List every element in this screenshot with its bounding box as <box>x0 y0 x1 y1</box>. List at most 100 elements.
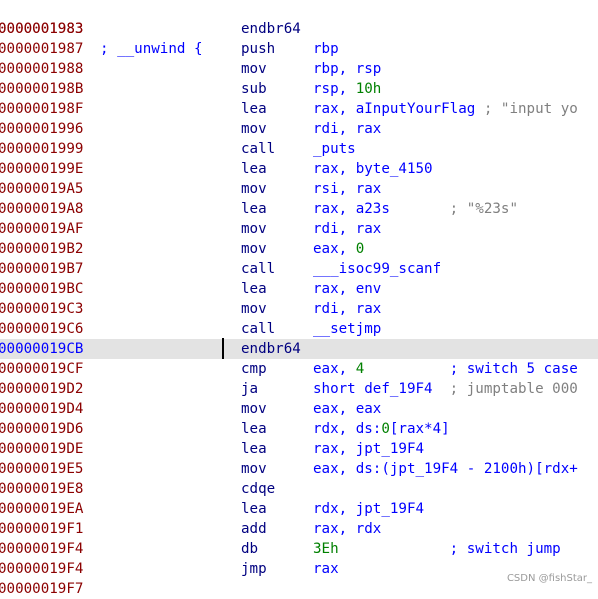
mnemonic: call <box>241 141 276 157</box>
operands: __setjmp <box>313 319 381 339</box>
operands: rdi, rax <box>313 119 381 139</box>
mnemonic: cmp <box>241 361 267 377</box>
disasm-line[interactable]: 0000001983 endbr64 <box>0 19 598 39</box>
address-label: 00000019E8 <box>0 481 84 497</box>
operands: _puts <box>313 139 356 159</box>
operand-text: rdi, rax <box>313 301 382 317</box>
operand-text: short def_19F4 <box>313 381 450 397</box>
address-label: 00000019B7 <box>0 261 84 277</box>
operands: rbp <box>313 39 339 59</box>
address-label: 000000198F <box>0 101 84 117</box>
mnemonic: lea <box>241 101 267 117</box>
operands: rdi, rax <box>313 219 381 239</box>
listing-header[interactable]: 0000001983 ; __unwind { <box>0 0 598 57</box>
mnemonic: sub <box>241 81 267 97</box>
mnemonic: jmp <box>241 561 267 577</box>
mnemonic: lea <box>241 421 267 437</box>
address-label: 00000019EA <box>0 501 84 517</box>
address-label: 00000019CF <box>0 361 84 377</box>
operands: ___isoc99_scanf <box>313 259 441 279</box>
address-label: 0000001983 <box>0 21 84 37</box>
immediate-value: 10h <box>355 81 382 97</box>
operands: rax, a23s ; "%23s" <box>313 199 518 219</box>
address-label: 00000019AF <box>0 221 84 237</box>
mnemonic: add <box>241 521 267 537</box>
operands: rsi, rax <box>313 179 381 199</box>
mnemonic: db <box>241 541 259 557</box>
mnemonic: call <box>241 261 276 277</box>
operand-text: rbp, rsp <box>313 61 382 77</box>
address-label: 000000199E <box>0 161 84 177</box>
operand-text: rax, rdx <box>313 521 382 537</box>
address-label: 00000019DE <box>0 441 84 457</box>
disasm-line[interactable]: 00000019B7 call ___isoc99_scanf <box>0 259 598 279</box>
operands: rbp, rsp <box>313 59 381 79</box>
operand-text: eax, <box>313 361 356 377</box>
comment: ; "input yo <box>483 101 578 117</box>
operands: short def_19F4 ; jumptable 000 <box>313 379 578 399</box>
operand-text: rax, env <box>313 281 382 297</box>
disasm-line[interactable]: 00000019D6 lea rdx, ds:0[rax*4] <box>0 419 598 439</box>
disasm-line[interactable]: 00000019D4 mov eax, eax <box>0 399 598 419</box>
disasm-line[interactable]: 00000019F4 jmp rax <box>0 559 598 579</box>
address-label: 00000019E5 <box>0 461 84 477</box>
disasm-line[interactable]: 0000001987 push rbp <box>0 39 598 59</box>
operands: eax, 4 ; switch 5 case <box>313 359 578 379</box>
comment: ; switch 5 case <box>449 361 578 377</box>
mnemonic: endbr64 <box>241 21 301 37</box>
address-label: 00000019BC <box>0 281 84 297</box>
mnemonic: mov <box>241 121 267 137</box>
address-label: 0000001987 <box>0 41 84 57</box>
operands: rax, byte_4150 <box>313 159 433 179</box>
address-label: 00000019F4 <box>0 541 84 557</box>
comment: ; jumptable 000 <box>449 381 578 397</box>
watermark: CSDN @fishStar_ <box>506 573 592 584</box>
operands: rax <box>313 559 339 579</box>
disasm-line[interactable]: 00000019F1 add rax, rdx <box>0 519 598 539</box>
mnemonic: lea <box>241 501 267 517</box>
operands: eax, eax <box>313 399 381 419</box>
immediate-value: 0 <box>381 421 390 437</box>
operands: eax, 0 <box>313 239 364 259</box>
operand-text: ___isoc99_scanf <box>313 261 442 277</box>
address-label: 00000019F1 <box>0 521 84 537</box>
address-label: 00000019F7 <box>0 581 84 597</box>
disasm-line[interactable]: 00000019CF cmp eax, 4 ; switch 5 case <box>0 359 598 379</box>
operand-text: eax, <box>313 241 356 257</box>
address-label: 00000019F4 <box>0 561 84 577</box>
mnemonic: mov <box>241 301 267 317</box>
operand-text: rdi, rax <box>313 121 382 137</box>
disasm-line[interactable]: 00000019C3 mov rdi, rax <box>0 299 598 319</box>
address-label: 00000019C3 <box>0 301 84 317</box>
address-label: 00000019D4 <box>0 401 84 417</box>
operand-text: rsi, rax <box>313 181 382 197</box>
mnemonic: mov <box>241 401 267 417</box>
mnemonic: push <box>241 41 276 57</box>
operands: rdx, ds:0[rax*4] <box>313 419 450 439</box>
immediate-value: 3Eh <box>313 541 339 557</box>
operand-text: rdi, rax <box>313 221 382 237</box>
address-label: 00000019D6 <box>0 421 84 437</box>
address-label: 00000019C6 <box>0 321 84 337</box>
operands: rax, rdx <box>313 519 381 539</box>
